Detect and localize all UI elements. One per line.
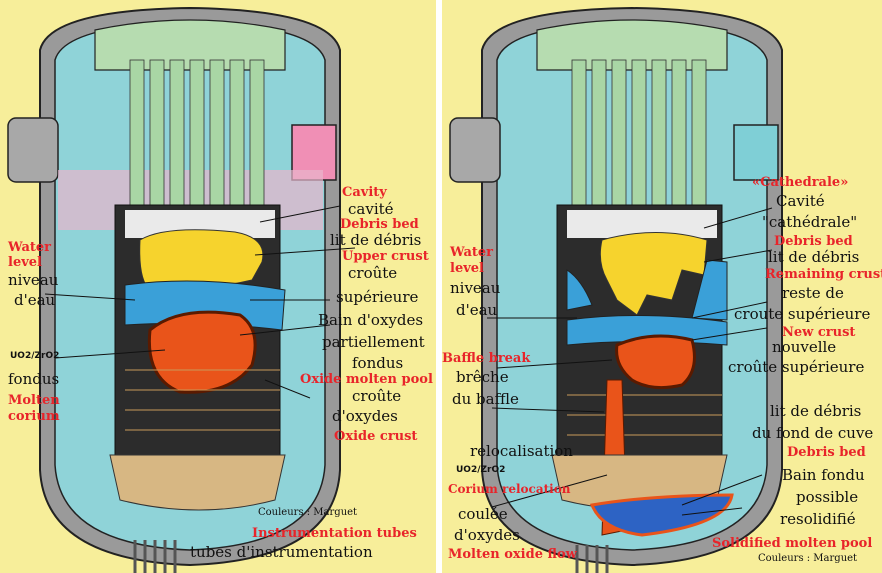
remaining-crust-label-fr-2: croute supérieure (734, 307, 870, 323)
instrumentation-tubes-label-fr: tubes d'instrumentation (190, 545, 373, 561)
oxide-crust-label-en: Oxide crust (334, 430, 417, 444)
cathedral-label-en: «Cathedrale» (752, 176, 848, 190)
fondus-label: fondus (8, 372, 59, 388)
oxide-crust-label-fr-2: d'oxydes (332, 409, 398, 425)
debris-bed-label-fr: lit de débris (330, 233, 421, 249)
molten-oxide-flow-label: Molten oxide flow (448, 548, 577, 562)
baffle-break-label-fr-2: du baffle (452, 392, 519, 408)
bottom-bath-label-2: possible (796, 490, 858, 506)
water-level-label-en-1: Water (8, 241, 51, 255)
relocation-label-fr: relocalisation (470, 444, 573, 460)
oxide-bath-label-2: partiellement (322, 335, 425, 351)
corium-relocation-label: Corium relocation (448, 483, 570, 496)
oxide-bath-label-3: fondus (352, 356, 403, 372)
oxide-molten-pool-label: Oxide molten pool (300, 373, 433, 387)
cathedral-label-fr-1: Cavité (776, 194, 825, 210)
oxide-flow-label-fr-1: coulée (458, 507, 508, 523)
debris-bed-label-fr: lit de débris (768, 250, 859, 266)
uo2-zro2-label: UO2/ZrO2 (10, 352, 59, 361)
upper-crust-label-fr-1: croûte (348, 266, 397, 282)
instrumentation-tubes-label-en: Instrumentation tubes (252, 527, 417, 541)
water-level-label-fr-2: d'eau (14, 293, 55, 309)
water-level-label-fr-1: niveau (450, 281, 500, 297)
oxide-bath-label-1: Bain d'oxydes (318, 313, 423, 329)
left-reactor-vessel-drawing (0, 0, 436, 573)
upper-crust-label-en: Upper crust (342, 250, 429, 264)
credit-label: Couleurs : Marguet (758, 554, 857, 565)
upper-crust-label-fr-2: supérieure (336, 290, 418, 306)
new-crust-label-fr-1: nouvelle (772, 340, 836, 356)
baffle-break-label-en: Baffle break (442, 352, 530, 366)
water-level-label-fr-2: d'eau (456, 303, 497, 319)
bottom-bath-label-3: resolidifié (780, 512, 856, 528)
remaining-crust-label-fr-1: reste de (782, 286, 844, 302)
water-level-label-en-1: Water (450, 246, 493, 260)
oxide-flow-label-fr-2: d'oxydes (454, 528, 520, 544)
debris-bed-label-en: Debris bed (340, 218, 419, 232)
bottom-debris-label-en: Debris bed (787, 446, 866, 460)
cathedral-label-fr-2: "cathédrale" (762, 215, 857, 231)
cavity-label-fr: cavité (348, 202, 394, 218)
right-reactor-panel: «Cathedrale» Cavité "cathédrale" Debris … (442, 0, 882, 573)
water-level-label-en-2: level (8, 256, 42, 270)
bottom-bath-label-1: Bain fondu (782, 468, 865, 484)
left-reactor-panel: Cavity cavité Debris bed lit de débris U… (0, 0, 436, 573)
baffle-break-label-fr-1: brêche (456, 370, 509, 386)
credit-label: Couleurs : Marguet (258, 508, 357, 519)
water-level-label-fr-1: niveau (8, 273, 58, 289)
debris-bed-label-en: Debris bed (774, 235, 853, 249)
oxide-crust-label-fr-1: croûte (352, 389, 401, 405)
bottom-debris-label-fr-2: du fond de cuve (752, 426, 873, 442)
molten-corium-label-1: Molten (8, 394, 60, 408)
water-level-label-en-2: level (450, 262, 484, 276)
bottom-debris-label-fr-1: lit de débris (770, 404, 861, 420)
cavity-label-en: Cavity (342, 186, 387, 200)
solidified-molten-pool-label: Solidified molten pool (712, 537, 872, 551)
new-crust-label-fr-2: croûte supérieure (728, 360, 864, 376)
uo2-zro2-label: UO2/ZrO2 (456, 466, 505, 475)
remaining-crust-label-en: Remaining crust (765, 268, 882, 282)
molten-corium-label-2: corium (8, 410, 60, 424)
